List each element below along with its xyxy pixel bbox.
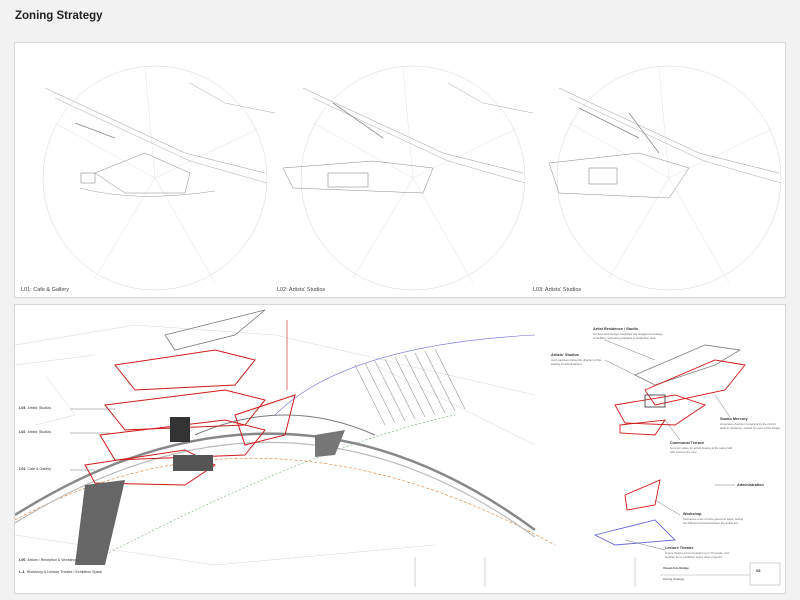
annotation-lecture-desc: lecture theatre accommodates up to 70 pe… (665, 551, 729, 559)
annotation-residence-desc: furniture and storage integrated into st… (593, 332, 663, 340)
annotation-mercury-desc: showcase of works in progress by the cur… (720, 422, 781, 430)
annotation-workshop-desc: mezzanine a set of more generous steps, … (683, 517, 744, 525)
annotation-terrace-desc: common space for artists looking at the … (670, 446, 733, 454)
plan-caption-l03: L03: Artists' Studios (533, 287, 582, 293)
plan-caption-l01: L01: Cafe & Gallery (21, 287, 69, 293)
plan-caption-l02: L02: Artists' Studios (277, 287, 326, 293)
level-lm1: L-1 Workshop & Lecture Theatre / Exhibit… (19, 570, 103, 574)
annotation-terrace-title: Communal Terrace (670, 441, 705, 445)
title-block-subtitle: Zoning Strategy (663, 577, 685, 581)
title-block-sheet: 08 (756, 568, 761, 573)
annotation-residence-title: Artist Residence / Studio (593, 327, 638, 331)
level-l02: L02 Artists' Studios (19, 430, 52, 434)
annotation-workshop-title: Workshop (683, 512, 702, 516)
plan-l03 (548, 65, 782, 291)
level-l03: L03 Artists' Studios (19, 406, 52, 410)
plan-l02 (282, 65, 534, 291)
annotation-lecture-title: Lecture Theatre (665, 546, 694, 550)
header-bar: Zoning Strategy (0, 0, 800, 36)
level-l00: L00 Atrium / Reception & Workshop (19, 558, 78, 562)
annotation-admin-title: Administration (737, 483, 764, 487)
title-block-project: Visual Arts Bridge (663, 566, 689, 570)
page-title: Zoning Strategy (15, 10, 103, 22)
level-l01: L01 Cafe & Gallery (19, 467, 51, 471)
annotation-studios-desc: room partitions follow the direction of … (551, 358, 602, 366)
floor-plans-drawing (42, 65, 782, 291)
plan-l01 (42, 65, 276, 291)
annotation-mercury-title: Studio Mercury (720, 417, 748, 421)
axonometric-drawing (15, 309, 781, 587)
floor-plans-panel: L01: Cafe & Gallery L02: Artists' Studio… (14, 42, 786, 298)
annotation-studios-title: Artists' Studios (551, 353, 579, 357)
axonometric-panel: L03 Artists' Studios L02 Artists' Studio… (14, 304, 786, 594)
